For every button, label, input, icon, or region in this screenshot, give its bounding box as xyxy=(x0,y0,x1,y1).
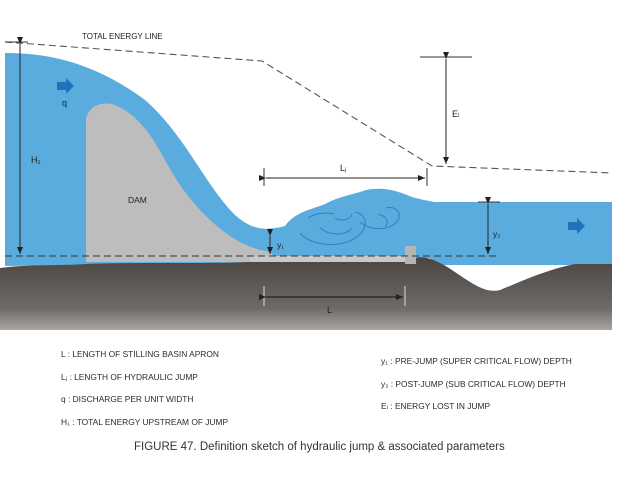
ground xyxy=(0,257,612,330)
total-energy-line xyxy=(4,41,613,174)
stilling-basin-apron xyxy=(250,246,416,262)
legend-item: Eₗ : ENERGY LOST IN JUMP xyxy=(381,401,491,411)
h1-label: H₁ xyxy=(31,155,41,165)
dam-label: DAM xyxy=(128,195,147,205)
dam xyxy=(86,103,280,262)
legend-item: L : LENGTH OF STILLING BASIN APRON xyxy=(61,349,219,359)
y1-label: y₁ xyxy=(277,240,284,250)
upstream-flow-arrow-icon xyxy=(57,78,74,94)
total-energy-line-label: TOTAL ENERGY LINE xyxy=(82,32,163,41)
legend-right: y₁ : PRE-JUMP (SUPER CRITICAL FLOW) DEPT… xyxy=(381,356,572,424)
legend-item: y₂ : POST-JUMP (SUB CRITICAL FLOW) DEPTH xyxy=(381,378,566,389)
downstream-flow-arrow-icon xyxy=(568,218,585,234)
l-label: L xyxy=(327,305,332,315)
legend-item: q : DISCHARGE PER UNIT WIDTH xyxy=(61,394,194,404)
y2-label: y₂ xyxy=(493,229,501,239)
lj-label: Lⱼ xyxy=(340,163,347,173)
el-label: Eₗ xyxy=(452,109,460,119)
legend-item: y₁ : PRE-JUMP (SUPER CRITICAL FLOW) DEPT… xyxy=(381,356,572,366)
legend-left: L : LENGTH OF STILLING BASIN APRON Lⱼ : … xyxy=(61,349,228,439)
jump-turbulence xyxy=(299,207,400,245)
figure-caption: FIGURE 47. Definition sketch of hydrauli… xyxy=(134,441,505,453)
q-label: q xyxy=(62,98,67,108)
legend-item: Lⱼ : LENGTH OF HYDRAULIC JUMP xyxy=(61,371,198,382)
legend-item: H₁ : TOTAL ENERGY UPSTREAM OF JUMP xyxy=(61,416,229,427)
